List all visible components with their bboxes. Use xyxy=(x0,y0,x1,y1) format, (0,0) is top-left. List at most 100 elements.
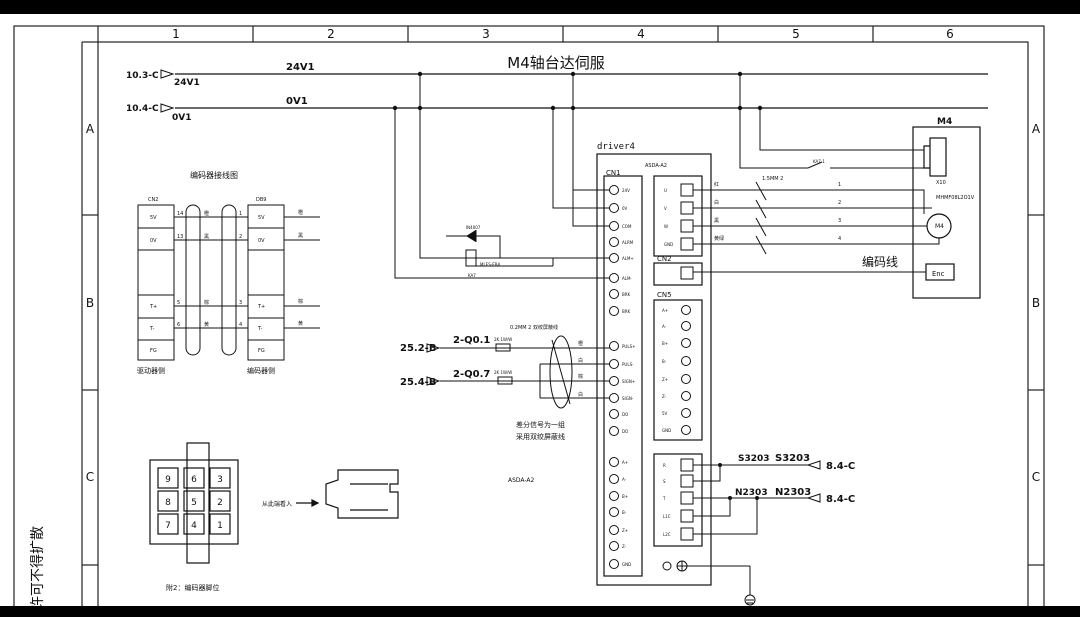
cn1-pin xyxy=(609,409,619,419)
encoder-right-header: DB9 xyxy=(256,197,266,203)
enc-w-0: 橙 xyxy=(298,209,303,216)
rail-24v-label: 24V1 xyxy=(286,62,315,73)
pin-8: 8 xyxy=(165,498,171,508)
enc-n2-0: 1 xyxy=(239,211,242,217)
encoder-wiring-title: 编码器接线图 xyxy=(190,170,238,180)
encoder-left-caption: 驱动器侧 xyxy=(137,366,165,375)
rail-0v-label: 0V1 xyxy=(286,96,308,107)
driver-supply-wires xyxy=(394,74,610,279)
supply-net-1-label: S3203 xyxy=(775,453,810,464)
signal-wire-color-1: 橙 xyxy=(578,340,583,347)
offpage-arrow-24v xyxy=(160,69,175,79)
cn5-pin xyxy=(681,321,691,331)
differential-note-2: 采用双绞屏蔽线 xyxy=(516,432,565,441)
col-label-1: 1 xyxy=(172,27,180,41)
enc-w-1: 黑 xyxy=(298,233,303,239)
supply-net-1: S3203 xyxy=(738,454,770,464)
cn1-pin xyxy=(609,541,619,551)
cn1-pin xyxy=(609,306,619,316)
cn1-pin xyxy=(609,507,619,517)
enc-r-0: 5V xyxy=(258,215,265,221)
cn1-pin-label: ALRM xyxy=(622,240,634,245)
cn1-pin-label: A- xyxy=(622,477,627,482)
enc-n2-1: 2 xyxy=(239,234,242,240)
motor-terminal-label: V xyxy=(664,206,667,211)
cn1-pin-label: PULS+ xyxy=(622,344,635,349)
enc-c-1: 黑 xyxy=(204,234,209,240)
motor-symbol: M4 xyxy=(935,223,944,230)
signal-wire-color-4: 白 xyxy=(578,391,583,398)
cn1-pin xyxy=(609,289,619,299)
row-label-c-right: C xyxy=(1032,470,1040,484)
cn5-pin-label: Z+ xyxy=(662,377,668,382)
cn1-pin-label: Z+ xyxy=(622,528,628,533)
enc-r-4: FG xyxy=(258,348,265,354)
enc-n1-0: 14 xyxy=(177,211,183,217)
cn2-label: CN2 xyxy=(657,255,672,263)
offpage-arrow-dir xyxy=(426,376,441,386)
enc-n1-2: 5 xyxy=(177,300,180,306)
col-label-5: 5 xyxy=(792,27,800,41)
power-in-1: 10.3-C xyxy=(126,71,159,81)
encoder-connector-face xyxy=(149,442,239,564)
cn1-pin-label: A+ xyxy=(622,460,628,465)
enc-w-3: 黄 xyxy=(298,320,303,327)
diode-label: IN4007 xyxy=(466,225,481,230)
enc-r-3: T- xyxy=(257,326,263,332)
differential-note-1: 差分信号为一组 xyxy=(516,420,565,429)
pin-2: 2 xyxy=(217,498,223,508)
enc-l-1: 0V xyxy=(150,238,157,244)
pulse-address: 2-Q0.1 xyxy=(453,335,490,346)
pulse-input-ref: 25.2-B xyxy=(400,343,436,354)
power-terminal-label: L1C xyxy=(663,514,671,519)
cn5-pin xyxy=(681,356,691,366)
cn5-pin xyxy=(681,425,691,435)
col-label-4: 4 xyxy=(637,27,645,41)
enc-l-3: T- xyxy=(149,326,155,332)
supply-ref-1: 8.4-C xyxy=(826,461,855,472)
enc-r-2: T+ xyxy=(257,304,265,310)
cn1-pin xyxy=(609,237,619,247)
pin-4: 4 xyxy=(191,521,197,531)
cn1-pin xyxy=(609,426,619,436)
phase-color-u: 红 xyxy=(714,181,719,188)
relay-coil-ka7 xyxy=(440,230,554,267)
connector-side-view xyxy=(296,469,399,519)
motor-cable-spec: 1.5MM 2 xyxy=(762,176,783,182)
cn1-pin-label: DO xyxy=(622,429,628,434)
ground-symbol xyxy=(662,560,756,606)
pin-9: 9 xyxy=(165,475,171,485)
phase-num-gnd: 4 xyxy=(838,236,841,242)
cn1-pin xyxy=(609,491,619,501)
row-label-b: B xyxy=(86,296,94,310)
row-label-a: A xyxy=(86,122,95,136)
phase-color-v: 白 xyxy=(714,199,719,206)
cn1-pin-label: BRK xyxy=(622,309,631,314)
cn5-pin-label: B+ xyxy=(662,341,668,346)
cn1-pin-column: 24V0VCOMALRMALM+ALM-BRKBRKPULS+PULS-SIGN… xyxy=(609,185,635,569)
dir-resistor: 2K 1W/W xyxy=(494,370,512,375)
pin-6: 6 xyxy=(191,475,197,485)
phase-num-w: 3 xyxy=(838,218,841,224)
cn1-pin xyxy=(609,457,619,467)
diagram-title: M4轴台达伺服 xyxy=(507,54,605,72)
signal-wire-color-2: 白 xyxy=(578,357,583,364)
phase-color-w: 黑 xyxy=(714,218,719,224)
row-label-c: C xyxy=(86,470,94,484)
cn1-pin-label: ALM- xyxy=(622,276,632,281)
power-rails xyxy=(175,73,988,109)
dir-address: 2-Q0.7 xyxy=(453,369,490,380)
enc-w-2: 棕 xyxy=(298,298,303,305)
cn5-pin xyxy=(681,391,691,401)
cn1-label: CN1 xyxy=(606,169,621,177)
cn1-pin-label: 0V xyxy=(622,206,628,211)
cn1-pin-label: PULS- xyxy=(622,362,634,367)
pin-5: 5 xyxy=(191,498,197,508)
offpage-arrow-0v xyxy=(160,103,175,113)
cn1-pin-label: SIGN- xyxy=(622,396,634,401)
enc-l-4: FG xyxy=(150,348,157,354)
offpage-arrow-n2303 xyxy=(806,493,821,503)
cn1-pin-label: B+ xyxy=(622,494,628,499)
cn5-label: CN5 xyxy=(657,291,672,299)
